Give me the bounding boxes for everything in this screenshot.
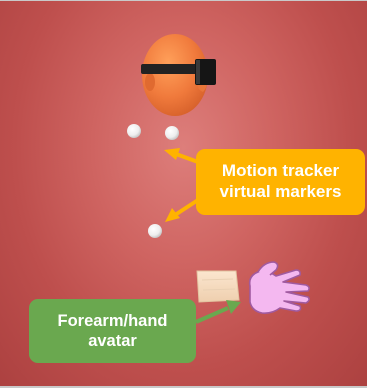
- tracker-markers-callout: Motion tracker virtual markers: [196, 149, 365, 215]
- tracker-callout-line2: virtual markers: [219, 182, 342, 201]
- tracker-marker: [148, 224, 162, 238]
- forearm-avatar: [196, 270, 240, 303]
- hand-avatar: [248, 261, 310, 314]
- tracker-marker: [127, 124, 141, 138]
- tracker-arrows: [164, 148, 200, 222]
- avatar-arrow: [195, 300, 241, 324]
- vr-headset-icon: [141, 59, 216, 85]
- avatar-callout-line1: Forearm/hand: [57, 311, 168, 330]
- forearm-avatar-callout: Forearm/hand avatar: [29, 299, 196, 363]
- frame-border-top: [0, 0, 367, 1]
- tracker-marker: [165, 126, 179, 140]
- avatar-callout-line2: avatar: [88, 332, 137, 350]
- frame-border-bottom: [0, 386, 367, 388]
- tracker-callout-line1: Motion tracker: [221, 161, 340, 181]
